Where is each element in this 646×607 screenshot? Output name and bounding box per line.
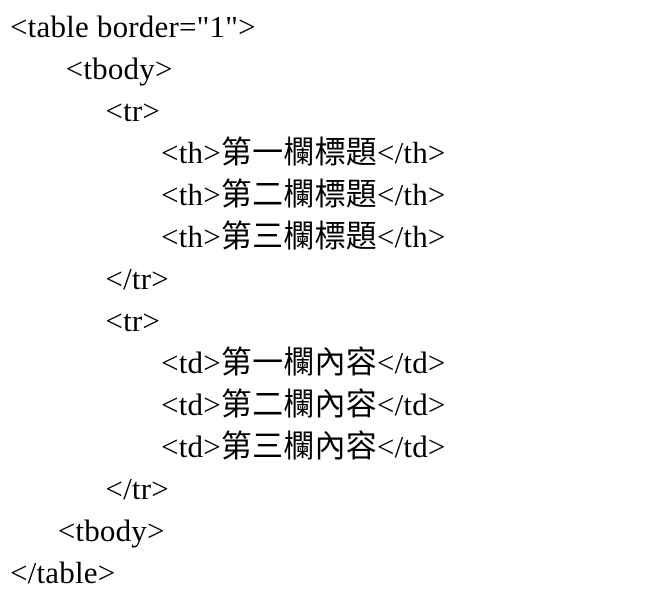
code-line: <td>第一欄內容</td> <box>10 345 446 380</box>
code-line: <tbody> <box>10 51 173 86</box>
code-line: <tbody> <box>10 513 165 548</box>
code-line: <td>第二欄內容</td> <box>10 387 446 422</box>
code-line: </tr> <box>10 471 169 506</box>
code-line: <th>第一欄標題</th> <box>10 135 446 170</box>
code-line: <td>第三欄內容</td> <box>10 429 446 464</box>
code-line: </table> <box>10 555 116 590</box>
code-line: <tr> <box>10 303 161 338</box>
code-line: <th>第二欄標題</th> <box>10 177 446 212</box>
code-line: <th>第三欄標題</th> <box>10 219 446 254</box>
code-line: <tr> <box>10 93 161 128</box>
code-line: <table border="1"> <box>10 9 256 44</box>
code-line: </tr> <box>10 261 169 296</box>
